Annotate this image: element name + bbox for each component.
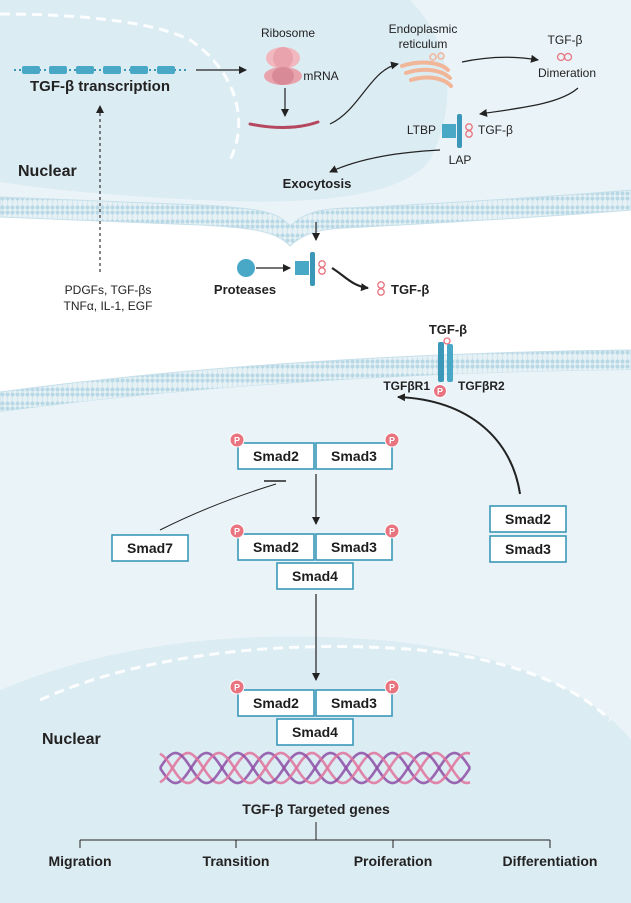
svg-text:Smad4: Smad4	[292, 568, 338, 584]
outcome-proliferation: Proiferation	[354, 853, 433, 869]
complex1-smad2-phospho-badge: P	[229, 432, 245, 448]
top-cell	[0, 0, 631, 247]
ltbp-label: LTBP	[407, 123, 436, 137]
targeted-genes-label: TGF-β Targeted genes	[242, 801, 390, 817]
arrow-mrna-to-er	[329, 61, 399, 125]
free-smad2-box: Smad2	[489, 505, 567, 533]
smad7-inhibition-line	[159, 483, 277, 531]
svg-text:Smad2: Smad2	[505, 511, 551, 527]
svg-text:Smad3: Smad3	[331, 539, 377, 555]
er-label-line2: reticulum	[399, 37, 448, 51]
complex3-smad3-box: Smad3	[315, 689, 393, 717]
svg-text:Smad2: Smad2	[253, 539, 299, 555]
complex3-smad4-box: Smad4	[276, 718, 354, 746]
er-label-line1: Endoplasmic	[389, 22, 458, 36]
complex1-smad3-phospho-badge: P	[384, 432, 400, 448]
top-nuclear-envelope	[0, 12, 241, 161]
arrow-ltbp-to-exocytosis	[329, 149, 441, 173]
outcome-migration: Migration	[49, 853, 112, 869]
stimuli-label-line1: PDGFs, TGF-βs	[65, 283, 152, 297]
dna-strand	[158, 751, 472, 785]
complex2-smad3-box: Smad3	[315, 533, 393, 561]
ltbp-tgf-complex-icon	[442, 114, 473, 148]
extracellular-ltbp-complex-icon	[295, 252, 326, 286]
nuclear-top-label: Nuclear	[18, 163, 77, 180]
svg-text:Smad3: Smad3	[331, 448, 377, 464]
dimeration-label: Dimeration	[538, 66, 596, 80]
svg-text:P: P	[389, 683, 395, 693]
smad7-box: Smad7	[111, 534, 189, 562]
complex2-smad2-box: Smad2	[237, 533, 315, 561]
dna-strand	[159, 751, 471, 785]
svg-text:Smad3: Smad3	[331, 695, 377, 711]
tgf-released-label: TGF-β	[391, 282, 429, 297]
outcome-transition: Transition	[203, 853, 270, 869]
svg-text:P: P	[234, 527, 240, 537]
complex2-smad4-box: Smad4	[276, 562, 354, 590]
tgfbr1-label: TGFβR1	[383, 379, 430, 393]
proteases-label: Proteases	[214, 282, 276, 297]
svg-text:P: P	[437, 387, 443, 397]
stimuli-label-line2: TNFα, IL-1, EGF	[64, 299, 153, 313]
ribosome-label: Ribosome	[261, 26, 315, 40]
free-smad3-box: Smad3	[489, 535, 567, 563]
gene-dna-segment	[14, 66, 186, 74]
svg-text:Smad4: Smad4	[292, 724, 338, 740]
complex1-smad2-box: Smad2	[237, 442, 315, 470]
dna-helix-icon	[158, 751, 472, 785]
complex3-smad3-phospho-badge: P	[384, 679, 400, 695]
dna-strand	[159, 751, 471, 785]
svg-text:P: P	[389, 436, 395, 446]
tgf-ltbp-label: TGF-β	[478, 123, 513, 137]
arrow-free-smads-to-receptor	[397, 393, 521, 495]
mrna-label: mRNA	[303, 69, 338, 83]
svg-text:P: P	[234, 436, 240, 446]
receptor-phospho-badge: P	[433, 384, 447, 398]
svg-text:P: P	[234, 683, 240, 693]
tgf-transcription-label: TGF-β transcription	[30, 78, 170, 95]
endoplasmic-reticulum-icon	[400, 52, 453, 88]
complex2-smad3-phospho-badge: P	[384, 523, 400, 539]
complex3-smad2-box: Smad2	[237, 689, 315, 717]
complex2-smad2-phospho-badge: P	[229, 523, 245, 539]
top-cell-membrane	[0, 189, 631, 247]
arrow-complex-to-free-tgf	[331, 267, 369, 292]
tgf-dimer-label: TGF-β	[548, 33, 583, 47]
lap-label: LAP	[449, 153, 472, 167]
free-tgf-icon	[377, 281, 385, 296]
svg-text:P: P	[389, 527, 395, 537]
nuclear-bottom-label: Nuclear	[42, 731, 101, 748]
bottom-nuclear-envelope	[39, 645, 612, 722]
complex1-smad3-box: Smad3	[315, 442, 393, 470]
outcome-differentiation: Differentiation	[503, 853, 598, 869]
svg-text:Smad3: Smad3	[505, 541, 551, 557]
svg-text:Smad2: Smad2	[253, 448, 299, 464]
exocytosis-label: Exocytosis	[283, 176, 352, 191]
protease-icon	[237, 259, 255, 277]
complex3-smad2-phospho-badge: P	[229, 679, 245, 695]
svg-text:Smad7: Smad7	[127, 540, 173, 556]
arrow-er-to-dimer	[461, 54, 539, 63]
mrna-strand-icon	[248, 120, 320, 129]
svg-text:Smad2: Smad2	[253, 695, 299, 711]
top-nucleus	[0, 0, 448, 202]
tgf-receptor-icon	[438, 337, 453, 382]
arrow-dimer-to-ltbp	[479, 87, 579, 117]
tgf-receptor-label: TGF-β	[429, 322, 467, 337]
outcome-tree	[79, 822, 551, 848]
ribosome-icon	[264, 47, 302, 85]
tgfbr2-label: TGFβR2	[458, 379, 505, 393]
tgf-dimer-icon	[556, 52, 573, 62]
